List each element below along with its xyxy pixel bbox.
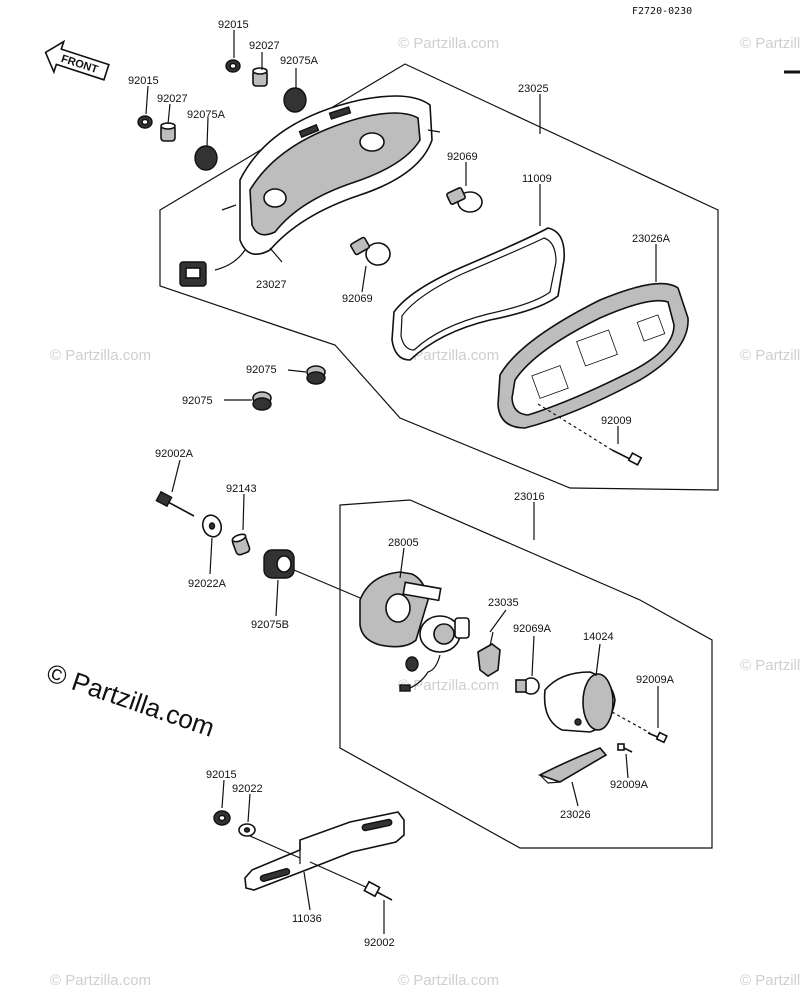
callout-labels: 92015 92027 92075A 92015 92027 92075A 23… <box>128 19 675 949</box>
grommet-92075-lower <box>252 391 272 411</box>
watermark-grid: © Partzilla.com © Partzilla.com © Partzi… <box>50 35 800 989</box>
callout: 92075 <box>246 364 277 376</box>
callout: 92009A <box>610 779 649 791</box>
watermark-main: © Partzilla.com <box>43 657 218 742</box>
callout: 92075A <box>187 109 226 121</box>
socket-23035 <box>399 615 470 692</box>
callout: 23027 <box>256 279 287 291</box>
callout: 92015 <box>218 19 249 31</box>
washer-92022A <box>201 514 223 538</box>
watermark: © Partzilla.com <box>740 972 800 989</box>
grommet-stack-upper <box>225 59 307 113</box>
callout: 92002 <box>364 937 395 949</box>
callout: 11009 <box>522 173 552 185</box>
watermark: © Partzilla.com <box>740 35 800 52</box>
callout: 92022 <box>232 783 263 795</box>
cover-23026 <box>537 747 608 784</box>
callout: 92143 <box>226 483 257 495</box>
callout: 92069A <box>513 623 552 635</box>
grommet-92075A <box>283 87 307 113</box>
callout: 92069 <box>342 293 373 305</box>
lamp-housing-23027 <box>179 95 441 287</box>
clip-23035 <box>477 631 501 677</box>
callout: 23025 <box>518 83 549 95</box>
washer-92022 <box>238 823 256 837</box>
housing-28005 <box>359 571 442 648</box>
screw-92009 <box>537 403 643 466</box>
callout: 92015 <box>128 75 159 87</box>
lens-23026A <box>497 282 689 429</box>
watermark: © Partzilla.com <box>50 972 151 989</box>
callout: 92027 <box>249 40 280 52</box>
grommet-92075-upper <box>306 365 326 385</box>
watermark: © Partzilla.com <box>740 347 800 364</box>
screw-92009A-lower <box>617 743 633 753</box>
callout: 92075B <box>251 619 289 631</box>
grommet-92075A <box>194 145 218 171</box>
front-arrow-icon: FRONT <box>44 39 110 81</box>
callout: 92027 <box>157 93 188 105</box>
assembly-outline-23016 <box>339 499 713 849</box>
callout: 23016 <box>514 491 545 503</box>
bulb-92069-lower <box>350 236 391 266</box>
gasket-11009 <box>391 227 565 361</box>
collar-92143 <box>231 533 251 556</box>
bulb-92069A <box>515 677 540 695</box>
bolt-92002A <box>155 490 195 517</box>
bracket-11036 <box>244 811 405 891</box>
figure-code: F2720-0230 <box>632 6 692 17</box>
callout: 23026 <box>560 809 591 821</box>
callout: 23026A <box>632 233 671 245</box>
callout: 23035 <box>488 597 519 609</box>
callout: 11036 <box>292 913 322 925</box>
callout: 92069 <box>447 151 478 163</box>
watermark: © Partzilla.com <box>50 347 151 364</box>
watermark: © Partzilla.com <box>398 35 499 52</box>
watermark: © Partzilla.com <box>398 677 499 694</box>
callout: 92009A <box>636 674 675 686</box>
bolt-92002 <box>363 880 393 901</box>
callout: 92002A <box>155 448 194 460</box>
callout: 92075 <box>182 395 213 407</box>
grommet-92075B <box>263 549 295 579</box>
callout: 92075A <box>280 55 319 67</box>
callout: 92022A <box>188 578 227 590</box>
callout: 14024 <box>583 631 614 643</box>
callout: 28005 <box>388 537 419 549</box>
watermark: © Partzilla.com <box>398 347 499 364</box>
watermark: © Partzilla.com <box>398 972 499 989</box>
nut-92015-lower <box>213 810 231 826</box>
assembly-outline-23025 <box>159 63 719 491</box>
bulb-92069-upper <box>446 187 483 213</box>
watermark: © Partzilla.com <box>740 657 800 674</box>
leader-lines <box>145 30 659 934</box>
lens-14024 <box>543 671 616 733</box>
grommet-stack-lower <box>137 115 218 171</box>
callout: 92015 <box>206 769 237 781</box>
callout: 92009 <box>601 415 632 427</box>
screw-92009A-right <box>611 711 668 744</box>
